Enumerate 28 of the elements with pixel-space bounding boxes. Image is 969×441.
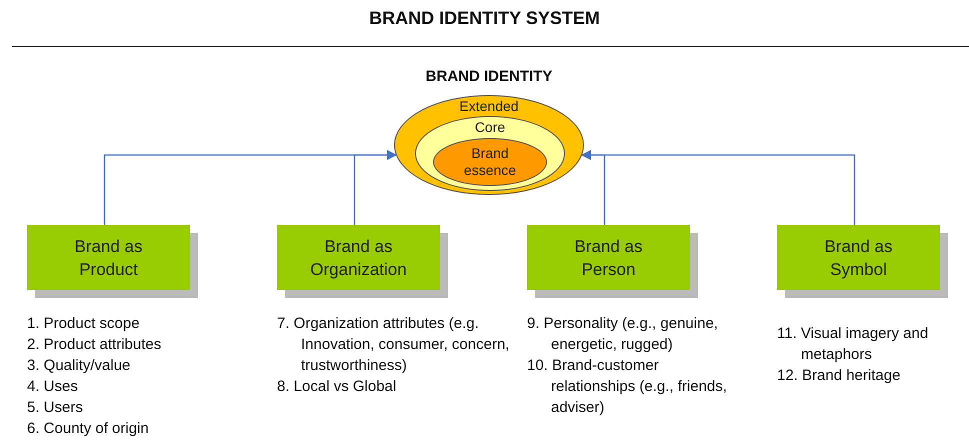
- list-item: 12. Brand heritage: [777, 366, 902, 386]
- list-item: 7. Organization attributes (e.g. Innovation, consumer, concern, trustworthiness): [277, 314, 510, 376]
- list-item: 4. Uses: [27, 377, 79, 397]
- list-item: 6. County of origin: [27, 419, 150, 439]
- list-item: 11. Visual imagery and metaphors: [777, 324, 930, 365]
- list-item: 2. Product attributes: [27, 335, 162, 355]
- title: BRAND IDENTITY SYSTEM: [368, 8, 601, 29]
- list-item: 10. Brand-customer relationships (e.g., friends, adviser): [527, 356, 727, 418]
- list-item: 8. Local vs Global: [277, 377, 398, 397]
- arrow: [581, 150, 856, 225]
- process-box: [27, 225, 190, 290]
- list-item: 5. Users: [27, 398, 84, 418]
- ellipse-node: [433, 138, 547, 186]
- box-label: Brand as Symbol: [823, 236, 894, 280]
- process-box: [777, 225, 940, 290]
- list-item: 3. Quality/value: [27, 356, 132, 376]
- box-label: Brand as Person: [573, 236, 644, 280]
- heading: BRAND IDENTITY: [424, 68, 554, 85]
- ellipse-label: Core: [474, 119, 506, 136]
- ellipse-label: Brand essence: [462, 145, 518, 179]
- list-item: 1. Product scope: [27, 314, 141, 334]
- box-label: Brand as Organization: [309, 236, 408, 280]
- ellipse-label: Extended: [459, 98, 519, 115]
- process-box: [277, 225, 440, 290]
- arrow: [354, 150, 397, 225]
- box-label: Brand as Product: [73, 236, 144, 280]
- process-box: [527, 225, 690, 290]
- list-item: 9. Personality (e.g., genuine, energetic, rugged): [527, 314, 719, 355]
